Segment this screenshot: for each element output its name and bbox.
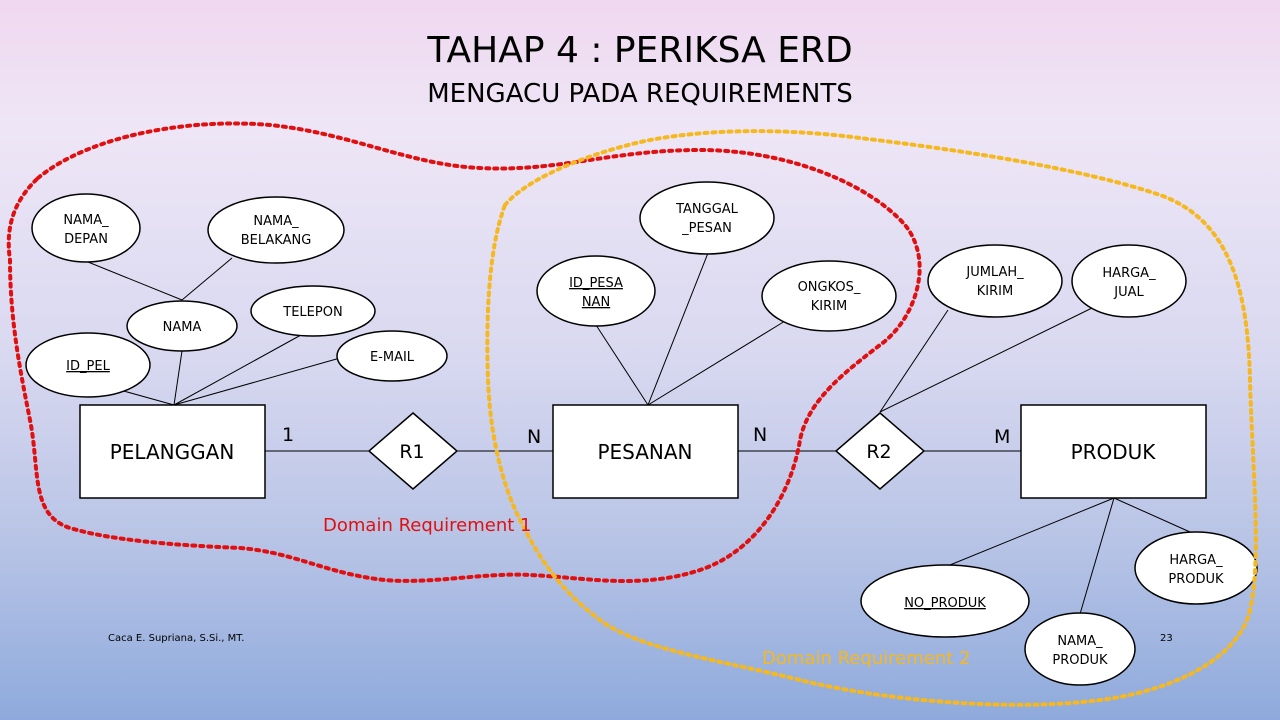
cardinality-r2-produk: M — [994, 426, 1010, 448]
attr-id-pesanan — [536, 255, 656, 327]
entity-pelanggan — [79, 404, 266, 499]
cardinality-r1-pesanan: N — [527, 426, 541, 448]
attr-telepon-label: TELEPON — [282, 305, 342, 320]
attr-jumlah-kirim-line1: JUMLAH_ — [965, 265, 1024, 280]
attr-tanggal-pesan-line1: TANGGAL — [675, 202, 739, 217]
attr-ongkos-kirim-line1: ONGKOS_ — [798, 280, 861, 295]
attr-ongkos-kirim-line2: KIRIM — [811, 299, 847, 314]
attr-nama-label: NAMA — [163, 320, 202, 335]
page-title: TAHAP 4 : PERIKSA ERD — [426, 30, 852, 71]
attr-nama-belakang-line1: NAMA_ — [253, 214, 299, 229]
entity-pelanggan-label: PELANGGAN — [110, 440, 235, 464]
domain-requirement-2-boundary — [485, 129, 1258, 707]
attr-nama-belakang — [207, 196, 345, 264]
attr-jumlah-kirim — [927, 244, 1063, 318]
attr-ongkos-kirim — [761, 260, 897, 332]
attr-nama-depan — [31, 193, 141, 263]
attr-harga-produk — [1134, 531, 1258, 605]
entity-pesanan-label: PESANAN — [597, 440, 692, 464]
attr-id-pel-label: ID_PEL — [66, 359, 110, 374]
attr-nama-produk — [1024, 612, 1136, 686]
attr-email — [336, 330, 448, 382]
attr-id-pesanan-line1: ID_PESA — [569, 276, 623, 291]
domain-requirement-1-boundary — [6, 121, 922, 583]
attr-nama-depan-line1: NAMA_ — [63, 213, 109, 228]
attr-harga-jual-line2: JUAL — [1113, 285, 1144, 300]
domain-requirement-1-label: Domain Requirement 1 — [323, 515, 532, 536]
page-subtitle: MENGACU PADA REQUIREMENTS — [427, 79, 853, 109]
relation-r2-label: R2 — [866, 441, 891, 463]
relation-r2 — [834, 412, 926, 490]
attr-harga-produk-line1: HARGA_ — [1169, 553, 1223, 568]
attr-tanggal-pesan — [639, 181, 775, 255]
attribute-lines — [87, 252, 1191, 615]
attr-no-produk-label: NO_PRODUK — [904, 596, 986, 611]
attr-harga-jual-line1: HARGA_ — [1102, 266, 1156, 281]
attr-nama-belakang-line2: BELAKANG — [241, 233, 312, 248]
cardinality-pelanggan-r1: 1 — [282, 424, 294, 446]
relation-r1 — [367, 412, 459, 490]
attr-tanggal-pesan-line2: _PESAN — [681, 221, 732, 236]
attr-nama — [126, 300, 238, 352]
footer-page-number: 23 — [1160, 633, 1173, 644]
attr-jumlah-kirim-line2: KIRIM — [977, 284, 1013, 299]
attr-nama-depan-line2: DEPAN — [64, 232, 108, 247]
cardinality-pesanan-r2: N — [753, 424, 767, 446]
footer-author: Caca E. Supriana, S.Si., MT. — [108, 633, 244, 644]
attr-no-produk — [860, 564, 1030, 638]
entity-produk — [1020, 404, 1207, 499]
attr-email-label: E-MAIL — [370, 350, 415, 365]
attr-id-pesanan-line2: NAN — [582, 295, 610, 310]
domain-requirement-2-label: Domain Requirement 2 — [762, 648, 971, 669]
entity-pesanan — [552, 404, 739, 499]
attr-harga-produk-line2: PRODUK — [1168, 572, 1224, 587]
attr-nama-produk-line2: PRODUK — [1052, 653, 1108, 668]
attr-telepon — [250, 285, 376, 337]
attr-harga-jual — [1071, 244, 1187, 318]
relation-r1-label: R1 — [399, 441, 424, 463]
entity-produk-label: PRODUK — [1071, 440, 1157, 464]
attr-nama-produk-line1: NAMA_ — [1057, 634, 1103, 649]
attr-id-pel — [25, 332, 151, 398]
